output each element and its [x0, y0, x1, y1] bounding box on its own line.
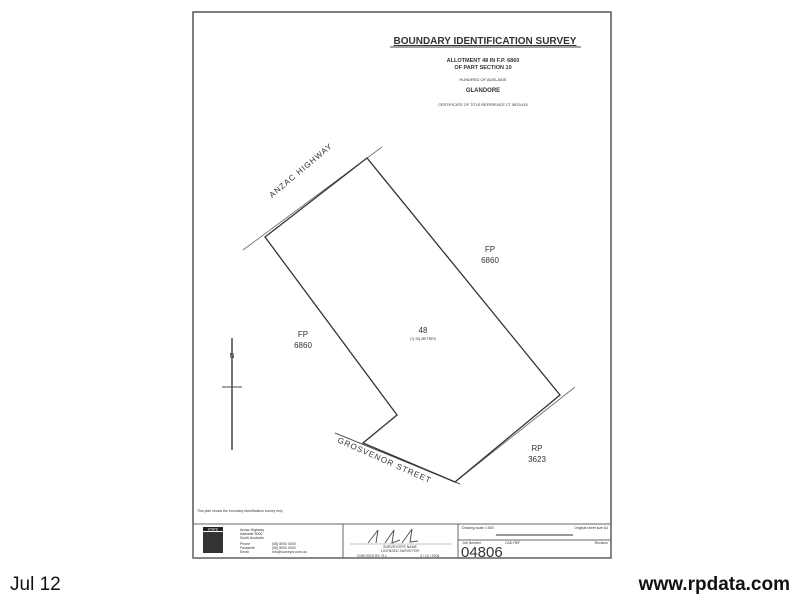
parcel-right-number: 6860 — [481, 256, 499, 265]
parcel-rp-label: RP — [531, 444, 542, 453]
address-line: Anzac Highway — [240, 528, 264, 532]
contact-label: Phone — [240, 542, 250, 546]
revision-label: Revision — [595, 541, 608, 545]
address-line: South Australia — [240, 536, 264, 540]
job-number: 04806 — [461, 544, 503, 561]
parcel-left-label: FP — [298, 330, 308, 339]
plan-title: BOUNDARY IDENTIFICATION SURVEY — [394, 36, 577, 47]
sheet-size: Original sheet size A4 — [574, 526, 608, 530]
contact-value: (08) 8000 0000 — [272, 546, 296, 550]
parcel-left-number: 6860 — [294, 341, 312, 350]
contact-label: Email — [240, 550, 249, 554]
plan-date: 4 / 12 / 2004 — [420, 554, 440, 558]
caption-website[interactable]: www.rpdata.com — [638, 574, 790, 595]
suburb: GLANDORE — [466, 88, 500, 94]
contact-value: info@surveyor.com.au — [272, 550, 307, 554]
allotment-line1: ALLOTMENT 48 IN F.P. 6860 — [447, 58, 520, 64]
allotment-number: 48 — [419, 326, 428, 335]
certificate: CERTIFICATE OF TITLE REFERENCE CT 5870/4… — [438, 103, 528, 107]
job-label: Job Number — [462, 541, 482, 545]
hundred: HUNDRED OF ADELAIDE — [459, 77, 507, 82]
parcel-right-label: FP — [485, 245, 495, 254]
state-logo — [203, 527, 223, 531]
scale-label: Drawing scale 1:500 — [462, 526, 494, 530]
surveyor-signature — [367, 528, 419, 544]
checked-by: CHECKED BY: R.L. — [357, 554, 388, 558]
address-line: Adelaide 5000 — [240, 532, 262, 536]
plan-note: This plan shows the boundary identificat… — [197, 509, 283, 513]
north-label: N — [229, 353, 234, 360]
title-block — [192, 523, 612, 559]
surveyor-name: SURVEYOR'S NAME — [383, 545, 417, 549]
parcel-rp-number: 3623 — [528, 455, 546, 464]
caption-date: Jul 12 — [10, 574, 61, 595]
page-border — [192, 11, 612, 559]
contact-label: Facsimile — [240, 546, 255, 550]
cad-label: CAD REF — [505, 541, 520, 545]
contact-value: (08) 8000 0000 — [272, 542, 296, 546]
allotment-boundary — [264, 157, 561, 483]
logo-text: STATE — [208, 528, 219, 532]
allotment-line2: OF PART SECTION 10 — [454, 65, 511, 71]
allotment-area: (?) SQ METRES — [410, 337, 437, 341]
surveyor-title: LICENSED SURVEYOR — [381, 549, 420, 553]
